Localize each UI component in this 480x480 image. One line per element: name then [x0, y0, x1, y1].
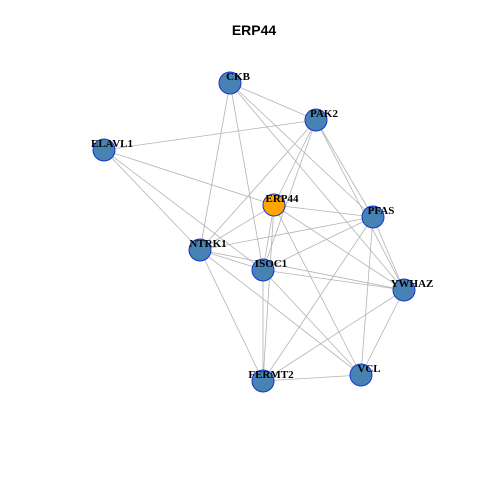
edge-elavl1-isoc1 [103, 149, 264, 271]
node-label-fermt2: FERMT2 [248, 369, 294, 381]
edge-pfas-ywhaz [372, 216, 405, 291]
edge-ywhaz-vcl [360, 289, 405, 376]
node-isoc1 [251, 258, 275, 282]
node-label-elavl1: ELAVL1 [91, 138, 133, 150]
graph-title: ERP44 [232, 22, 277, 38]
edge-ckb-isoc1 [229, 82, 264, 271]
node-layer [92, 71, 416, 393]
node-ckb [218, 71, 242, 95]
edge-pak2-ntrk1 [199, 119, 317, 251]
edge-elavl1-ntrk1 [103, 149, 201, 251]
edge-elavl1-erp44 [103, 149, 275, 206]
node-vcl [349, 363, 373, 387]
edge-ntrk1-ywhaz [199, 249, 405, 291]
edge-pak2-ywhaz [315, 119, 405, 291]
edge-pfas-vcl [360, 216, 374, 376]
edge-erp44-vcl [273, 204, 362, 376]
edge-ntrk1-fermt2 [199, 249, 264, 382]
node-pfas [361, 205, 385, 229]
edge-pak2-erp44 [273, 119, 317, 206]
edge-pfas-fermt2 [262, 216, 374, 382]
edge-pfas-ntrk1 [199, 216, 374, 251]
edge-ywhaz-fermt2 [262, 289, 405, 382]
node-label-ckb: CKB [226, 71, 251, 83]
node-label-ntrk1: NTRK1 [189, 238, 226, 250]
node-fermt2 [251, 369, 275, 393]
edge-fermt2-vcl [262, 374, 362, 382]
edge-isoc1-ywhaz [262, 269, 405, 291]
edge-erp44-fermt2 [262, 204, 275, 382]
edge-pak2-pfas [315, 119, 374, 218]
edge-pfas-isoc1 [262, 216, 374, 271]
edge-ckb-ywhaz [229, 82, 405, 291]
node-ntrk1 [188, 238, 212, 262]
node-pak2 [304, 108, 328, 132]
edge-pak2-elavl1 [103, 119, 317, 151]
node-label-erp44: ERP44 [266, 193, 300, 205]
edge-ntrk1-vcl [199, 249, 362, 376]
edge-layer [103, 82, 405, 382]
node-label-isoc1: ISOC1 [255, 258, 287, 270]
node-label-pfas: PFAS [368, 205, 395, 217]
edge-erp44-ntrk1 [199, 204, 275, 251]
edge-ckb-pak2 [229, 82, 317, 121]
node-elavl1 [92, 138, 116, 162]
node-label-vcl: VCL [357, 363, 380, 375]
edge-isoc1-vcl [262, 269, 362, 376]
node-label-ywhaz: YWHAZ [391, 278, 434, 290]
edge-erp44-pfas [273, 204, 374, 218]
node-label-pak2: PAK2 [310, 108, 338, 120]
edge-ckb-ntrk1 [199, 82, 231, 251]
node-ywhaz [392, 278, 416, 302]
edge-erp44-ywhaz [273, 204, 405, 291]
node-erp44 [262, 193, 286, 217]
